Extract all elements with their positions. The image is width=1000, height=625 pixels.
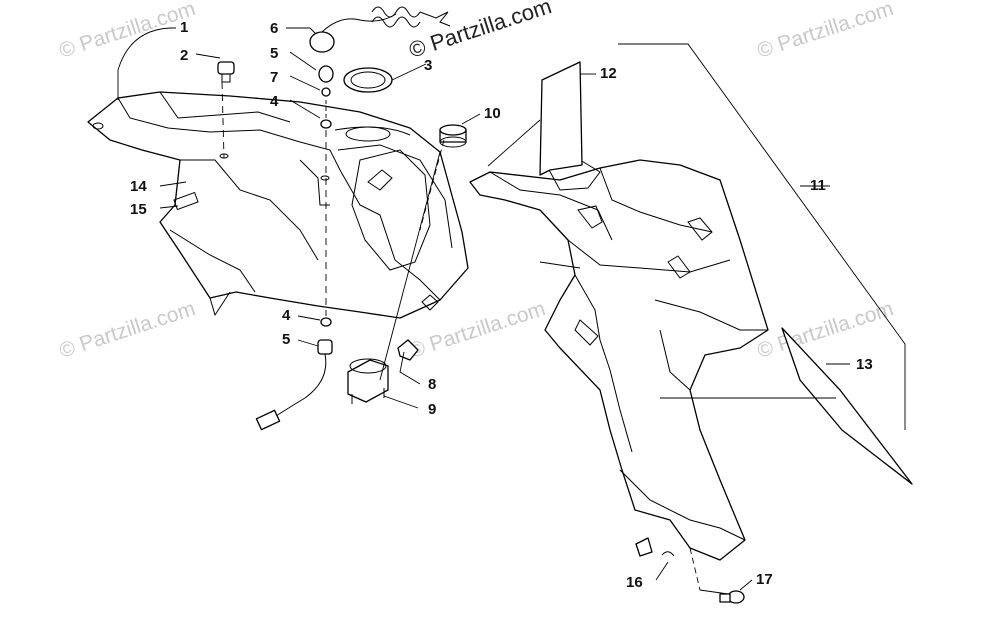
callout-17: 17	[756, 571, 773, 588]
callout-5-upper: 5	[270, 45, 278, 62]
callout-1: 1	[180, 19, 188, 36]
callout-4-lower: 4	[282, 307, 291, 324]
leader-lines	[117, 27, 906, 591]
callout-14: 14	[130, 178, 147, 195]
fastener	[699, 589, 745, 604]
watermark-mid-left: © Partzilla.com	[56, 297, 198, 363]
callout-2: 2	[180, 47, 188, 64]
watermark-main: © Partzilla.com	[406, 0, 555, 63]
gauge-bezel	[439, 124, 467, 148]
callout-9: 9	[428, 401, 436, 418]
watermark-top-left: © Partzilla.com	[56, 0, 198, 63]
callout-7: 7	[270, 69, 278, 86]
callout-11: 11	[810, 177, 826, 194]
callout-6: 6	[270, 20, 278, 37]
callout-15: 15	[130, 201, 147, 218]
grommet-upper	[318, 65, 334, 83]
watermark-mid-right: © Partzilla.com	[754, 297, 896, 363]
sensor-with-wire	[255, 339, 333, 431]
cap-with-tether	[309, 6, 451, 53]
screw	[217, 61, 235, 83]
watermark-top-right: © Partzilla.com	[754, 0, 896, 63]
washer-lower	[320, 317, 332, 327]
dash-panel	[87, 91, 469, 319]
callout-16: 16	[626, 574, 643, 591]
callout-5-lower: 5	[282, 331, 290, 348]
callout-4-upper: 4	[270, 93, 279, 110]
side-plate	[539, 61, 583, 176]
callout-labels: 1 2 3 4 4 5 5 6 7 8 9 10 11 12 13 14 15 …	[130, 19, 873, 591]
callout-8: 8	[428, 376, 436, 393]
callout-10: 10	[484, 105, 501, 122]
callout-12: 12	[600, 65, 617, 82]
side-panel	[469, 159, 769, 561]
washer-upper	[320, 119, 332, 129]
bracket	[635, 537, 675, 557]
nut	[321, 87, 331, 97]
retaining-ring	[343, 67, 393, 93]
socket-module	[347, 358, 389, 404]
lower-plate	[781, 327, 913, 485]
gauge-opening	[345, 126, 391, 142]
callout-13: 13	[856, 356, 873, 373]
callout-3: 3	[424, 57, 432, 74]
